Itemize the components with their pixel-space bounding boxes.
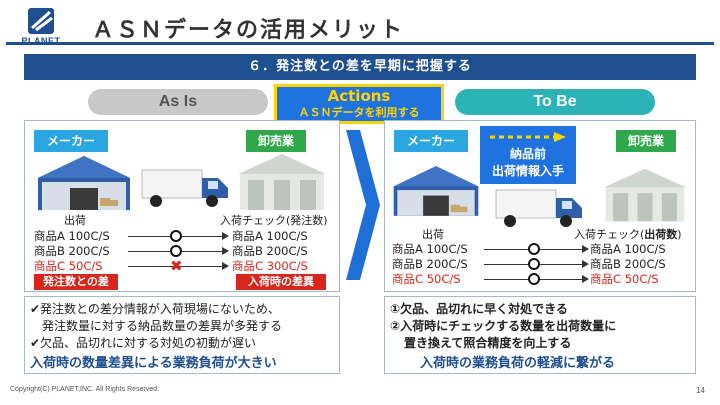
as-is-ship-label: 出荷	[64, 214, 86, 227]
to-be-ship-row: 商品A 100C/S	[392, 242, 468, 256]
to-be-benefit-line: ②入荷時にチェックする数量を出荷数量に	[390, 319, 617, 333]
planet-logo	[28, 8, 54, 34]
to-be-ship-row: 商品B 200C/S	[392, 257, 468, 271]
as-is-variance-tag: 入荷時の差異	[236, 274, 326, 290]
as-is-diff-tag: 発注数との差	[34, 274, 118, 290]
as-is-receive-label: 入荷チェック(発注数)	[220, 214, 328, 227]
page-title: ＡＳＮデータの活用メリット	[92, 17, 405, 42]
wholesale-warehouse-icon	[603, 168, 687, 222]
to-be-benefit-line: ①欠品、品切れに早く対処できる	[390, 302, 568, 316]
to-be-receive-label: 入荷チェック(出荷数)	[574, 228, 682, 241]
to-be-receive-row: 商品A 100C/S	[590, 242, 666, 256]
title-divider	[6, 42, 714, 45]
wholesale-warehouse-icon	[238, 154, 326, 210]
dashed-arrow-icon	[490, 132, 566, 142]
section-banner: ６．発注数との差を早期に把握する	[24, 54, 696, 80]
actions-title: Actions	[327, 87, 391, 105]
to-be-maker-tag: メーカー	[394, 130, 468, 152]
match-ok-icon	[528, 258, 540, 270]
pre-delivery-info-box: 納品前 出荷情報入手	[480, 126, 576, 184]
info-line-2: 出荷情報入手	[491, 164, 564, 178]
info-line-1: 納品前	[509, 147, 546, 161]
as-is-maker-tag: メーカー	[34, 130, 108, 152]
to-be-receive-row: 商品C 50C/S	[590, 272, 659, 286]
actions-subtitle: ＡＳＮデータを利用する	[298, 106, 420, 119]
match-ok-icon	[528, 273, 540, 285]
to-be-wholesale-tag: 卸売業	[616, 130, 676, 152]
as-is-header: As Is	[88, 89, 268, 115]
page-number: 14	[696, 386, 705, 395]
maker-warehouse-icon	[393, 166, 479, 216]
as-is-match-line	[128, 266, 224, 267]
arrowhead-icon	[222, 247, 229, 255]
flow-arrow-icon	[346, 130, 380, 280]
to-be-receive-row: 商品B 200C/S	[590, 257, 666, 271]
to-be-ship-label: 出荷	[422, 228, 444, 241]
as-is-receive-row: 商品A 100C/S	[232, 229, 308, 243]
arrowhead-icon	[222, 232, 229, 240]
to-be-benefits-box	[384, 296, 696, 374]
to-be-benefit-line: 置き換えて照合精度を向上する	[404, 336, 572, 350]
match-ok-icon	[528, 243, 540, 255]
arrowhead-icon	[222, 262, 229, 270]
arrowhead-icon	[582, 245, 589, 253]
as-is-receive-row: 商品C 300C/S	[232, 259, 308, 273]
to-be-header: To Be	[455, 89, 655, 115]
as-is-ship-row: 商品B 200C/S	[34, 244, 110, 258]
to-be-summary: 入荷時の業務負荷の軽減に繋がる	[420, 356, 616, 371]
maker-warehouse-icon	[38, 156, 130, 210]
as-is-ship-row: 商品C 50C/S	[34, 259, 103, 273]
logo-text: PLANET	[21, 36, 61, 46]
as-is-issue-line: ✔発注数との差分情報が入荷現場にないため、	[30, 302, 280, 316]
as-is-receive-row: 商品B 200C/S	[232, 244, 308, 258]
as-is-issue-line: 発注数量に対する納品数量の差異が多発する	[42, 319, 283, 333]
match-ok-icon	[170, 245, 182, 257]
footer-copyright: Copyright(C) PLANET,INC. All Rights Rese…	[10, 386, 159, 393]
as-is-summary: 入荷時の数量差異による業務負荷が大きい	[30, 356, 277, 371]
as-is-wholesale-tag: 卸売業	[246, 130, 306, 152]
as-is-ship-row: 商品A 100C/S	[34, 229, 110, 243]
as-is-issues-box	[24, 296, 340, 374]
arrowhead-icon	[582, 260, 589, 268]
arrowhead-icon	[582, 275, 589, 283]
mismatch-cross-icon: ✖	[170, 257, 183, 275]
as-is-issue-line: ✔欠品、品切れに対する対処の初動が遅い	[30, 336, 257, 350]
match-ok-icon	[170, 230, 182, 242]
to-be-ship-row: 商品C 50C/S	[392, 272, 461, 286]
actions-callout: Actions ＡＳＮデータを利用する	[274, 84, 444, 124]
as-is-truck-icon	[141, 169, 228, 207]
to-be-truck-icon	[495, 189, 582, 227]
